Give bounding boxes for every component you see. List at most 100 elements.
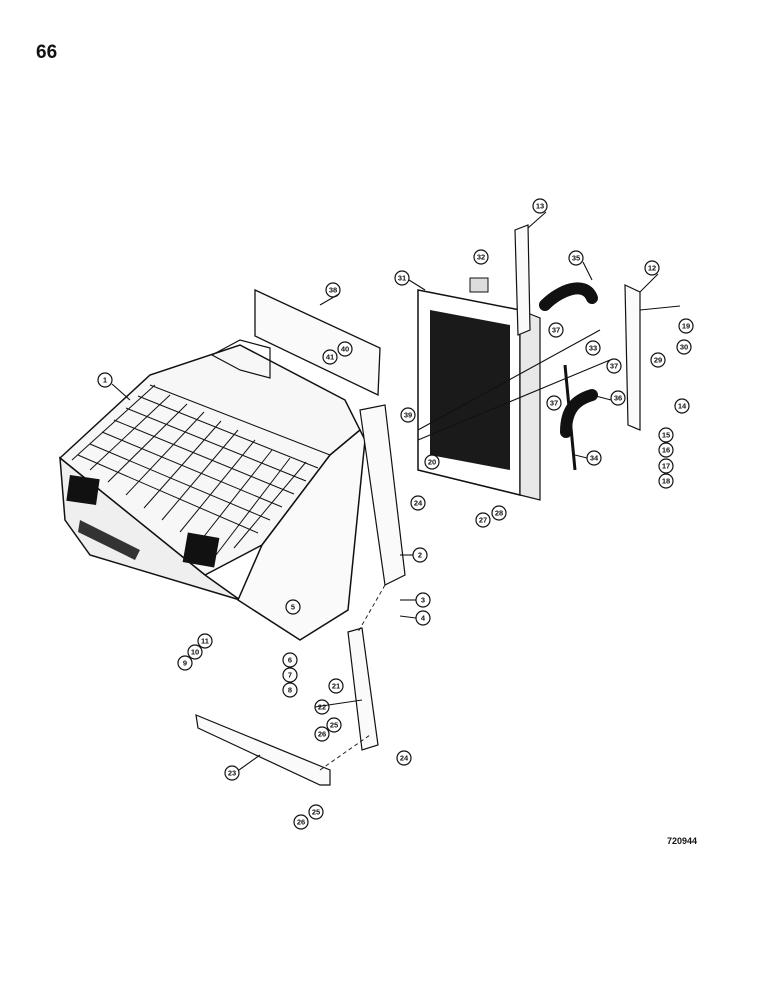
drawing-code: 720944	[667, 836, 698, 846]
svg-text:12: 12	[648, 264, 656, 273]
callout-37: 37	[606, 358, 622, 374]
svg-text:30: 30	[680, 343, 688, 352]
callout-31: 31	[394, 270, 410, 286]
lower-hose	[560, 389, 598, 438]
callout-25: 25	[326, 717, 342, 733]
svg-text:15: 15	[662, 431, 670, 440]
callout-9: 9	[177, 655, 193, 671]
callout-33: 33	[585, 340, 601, 356]
svg-text:14: 14	[678, 402, 687, 411]
svg-text:1: 1	[103, 376, 107, 385]
svg-text:35: 35	[572, 254, 580, 263]
callout-15: 15	[658, 427, 674, 443]
callout-35: 35	[568, 250, 584, 266]
callout-5: 5	[285, 599, 301, 615]
svg-text:17: 17	[662, 462, 670, 471]
svg-text:40: 40	[341, 345, 349, 354]
svg-text:29: 29	[654, 356, 662, 365]
svg-text:18: 18	[662, 477, 670, 486]
svg-text:2: 2	[418, 551, 422, 560]
callout-10: 10	[187, 644, 203, 660]
svg-text:3: 3	[421, 596, 425, 605]
svg-text:39: 39	[404, 411, 412, 420]
svg-text:22: 22	[318, 703, 326, 712]
svg-text:37: 37	[610, 362, 618, 371]
svg-text:31: 31	[398, 274, 406, 283]
callout-21: 21	[328, 678, 344, 694]
svg-text:7: 7	[288, 671, 292, 680]
callout-13: 13	[532, 198, 548, 214]
callout-30: 30	[676, 339, 692, 355]
callout-39: 39	[400, 407, 416, 423]
svg-text:34: 34	[590, 454, 599, 463]
callout-40: 40	[337, 341, 353, 357]
svg-text:11: 11	[201, 637, 209, 646]
rod	[563, 364, 577, 471]
callout-26: 26	[293, 814, 309, 830]
svg-text:8: 8	[288, 686, 292, 695]
callout-37: 37	[548, 322, 564, 338]
callout-34: 34	[586, 450, 602, 466]
callout-17: 17	[658, 458, 674, 474]
bracket-23	[195, 714, 331, 786]
callout-26: 26	[314, 726, 330, 742]
svg-text:24: 24	[400, 754, 409, 763]
callout-18: 18	[658, 473, 674, 489]
radiator	[417, 277, 541, 501]
svg-text:32: 32	[477, 253, 485, 262]
bracket-12	[624, 284, 641, 431]
svg-text:23: 23	[228, 769, 236, 778]
callout-24: 24	[410, 495, 426, 511]
callout-3: 3	[415, 592, 431, 608]
bracket-22	[347, 627, 379, 751]
svg-text:33: 33	[589, 344, 597, 353]
upper-shield	[254, 288, 381, 397]
bracket-13	[514, 224, 531, 336]
svg-text:37: 37	[550, 399, 558, 408]
svg-text:41: 41	[326, 353, 334, 362]
callout-20: 20	[424, 454, 440, 470]
svg-text:13: 13	[536, 202, 544, 211]
callout-11: 11	[197, 633, 213, 649]
svg-text:10: 10	[191, 648, 199, 657]
callout-1: 1	[97, 372, 113, 388]
side-bracket	[359, 404, 406, 586]
callout-7: 7	[282, 667, 298, 683]
callout-27: 27	[475, 512, 491, 528]
svg-text:9: 9	[183, 659, 187, 668]
svg-text:26: 26	[297, 818, 305, 827]
callout-16: 16	[658, 442, 674, 458]
callout-41: 41	[322, 349, 338, 365]
page-number: 66	[36, 42, 58, 63]
svg-text:20: 20	[428, 458, 436, 467]
svg-text:38: 38	[329, 286, 337, 295]
callout-23: 23	[224, 765, 240, 781]
callout-36: 36	[610, 390, 626, 406]
callout-19: 19	[678, 318, 694, 334]
callout-25: 25	[308, 804, 324, 820]
svg-text:24: 24	[414, 499, 423, 508]
callout-24: 24	[396, 750, 412, 766]
svg-text:28: 28	[495, 509, 503, 518]
callout-37: 37	[546, 395, 562, 411]
callout-4: 4	[415, 610, 431, 626]
svg-text:16: 16	[662, 446, 670, 455]
grille-shroud	[58, 339, 366, 641]
svg-text:6: 6	[288, 656, 292, 665]
svg-text:25: 25	[330, 721, 338, 730]
svg-text:36: 36	[614, 394, 622, 403]
callout-28: 28	[491, 505, 507, 521]
svg-text:5: 5	[291, 603, 295, 612]
svg-text:26: 26	[318, 730, 326, 739]
upper-hose	[539, 282, 598, 311]
callout-12: 12	[644, 260, 660, 276]
svg-text:27: 27	[479, 516, 487, 525]
callout-32: 32	[473, 249, 489, 265]
svg-text:4: 4	[421, 614, 426, 623]
callout-14: 14	[674, 398, 690, 414]
svg-text:25: 25	[312, 808, 320, 817]
svg-text:19: 19	[682, 322, 690, 331]
callout-6: 6	[282, 652, 298, 668]
svg-text:37: 37	[552, 326, 560, 335]
